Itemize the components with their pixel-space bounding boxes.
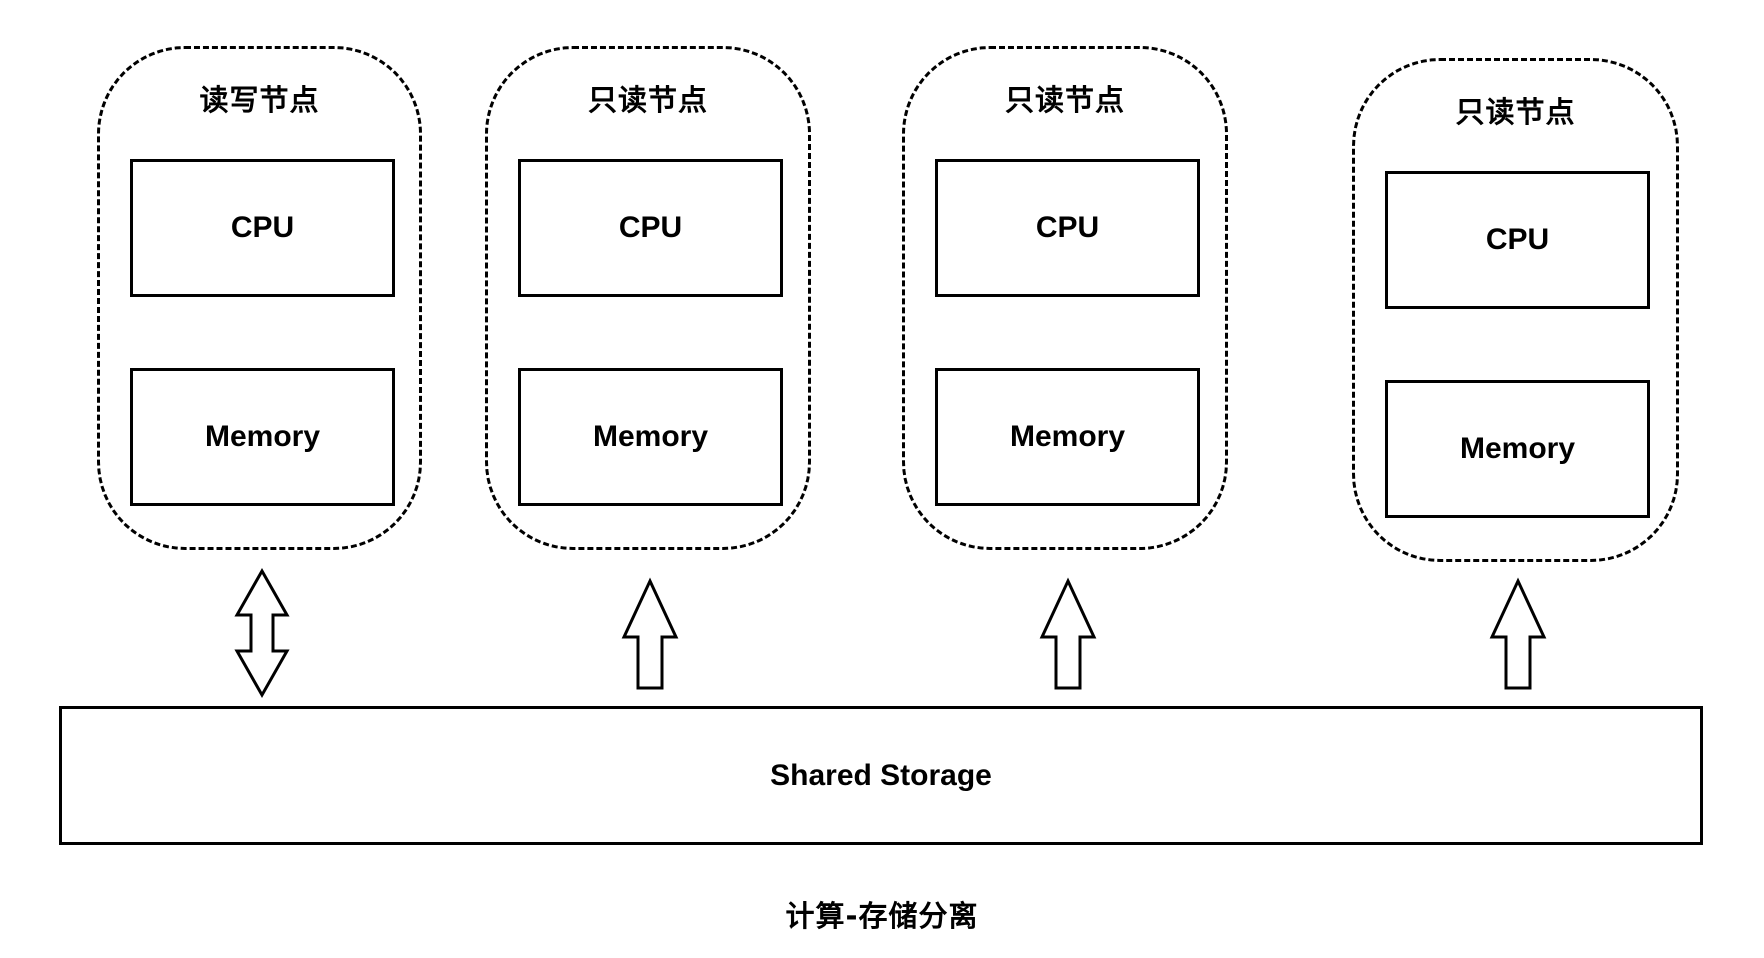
read-write-node: 读写节点 CPU Memory bbox=[97, 46, 422, 550]
shared-storage-box: Shared Storage bbox=[59, 706, 1703, 845]
up-arrow-2 bbox=[1039, 577, 1097, 690]
memory-box: Memory bbox=[130, 368, 395, 506]
diagram-caption: 计算-存储分离 bbox=[785, 899, 979, 933]
memory-box: Memory bbox=[935, 368, 1200, 506]
read-only-node-3: 只读节点 CPU Memory bbox=[1352, 58, 1679, 562]
cpu-box: CPU bbox=[130, 159, 395, 297]
read-only-node-1: 只读节点 CPU Memory bbox=[485, 46, 811, 550]
cpu-box: CPU bbox=[1385, 171, 1650, 309]
node-label: 只读节点 bbox=[587, 83, 708, 117]
memory-box: Memory bbox=[518, 368, 783, 506]
memory-box: Memory bbox=[1385, 380, 1650, 518]
cpu-box: CPU bbox=[935, 159, 1200, 297]
up-arrow-1 bbox=[621, 577, 679, 690]
node-label: 只读节点 bbox=[1455, 95, 1576, 129]
cpu-box: CPU bbox=[518, 159, 783, 297]
bidirectional-arrow bbox=[234, 567, 290, 699]
node-label: 只读节点 bbox=[1004, 83, 1125, 117]
read-only-node-2: 只读节点 CPU Memory bbox=[902, 46, 1228, 550]
up-arrow-3 bbox=[1489, 577, 1547, 690]
node-label: 读写节点 bbox=[199, 83, 320, 117]
